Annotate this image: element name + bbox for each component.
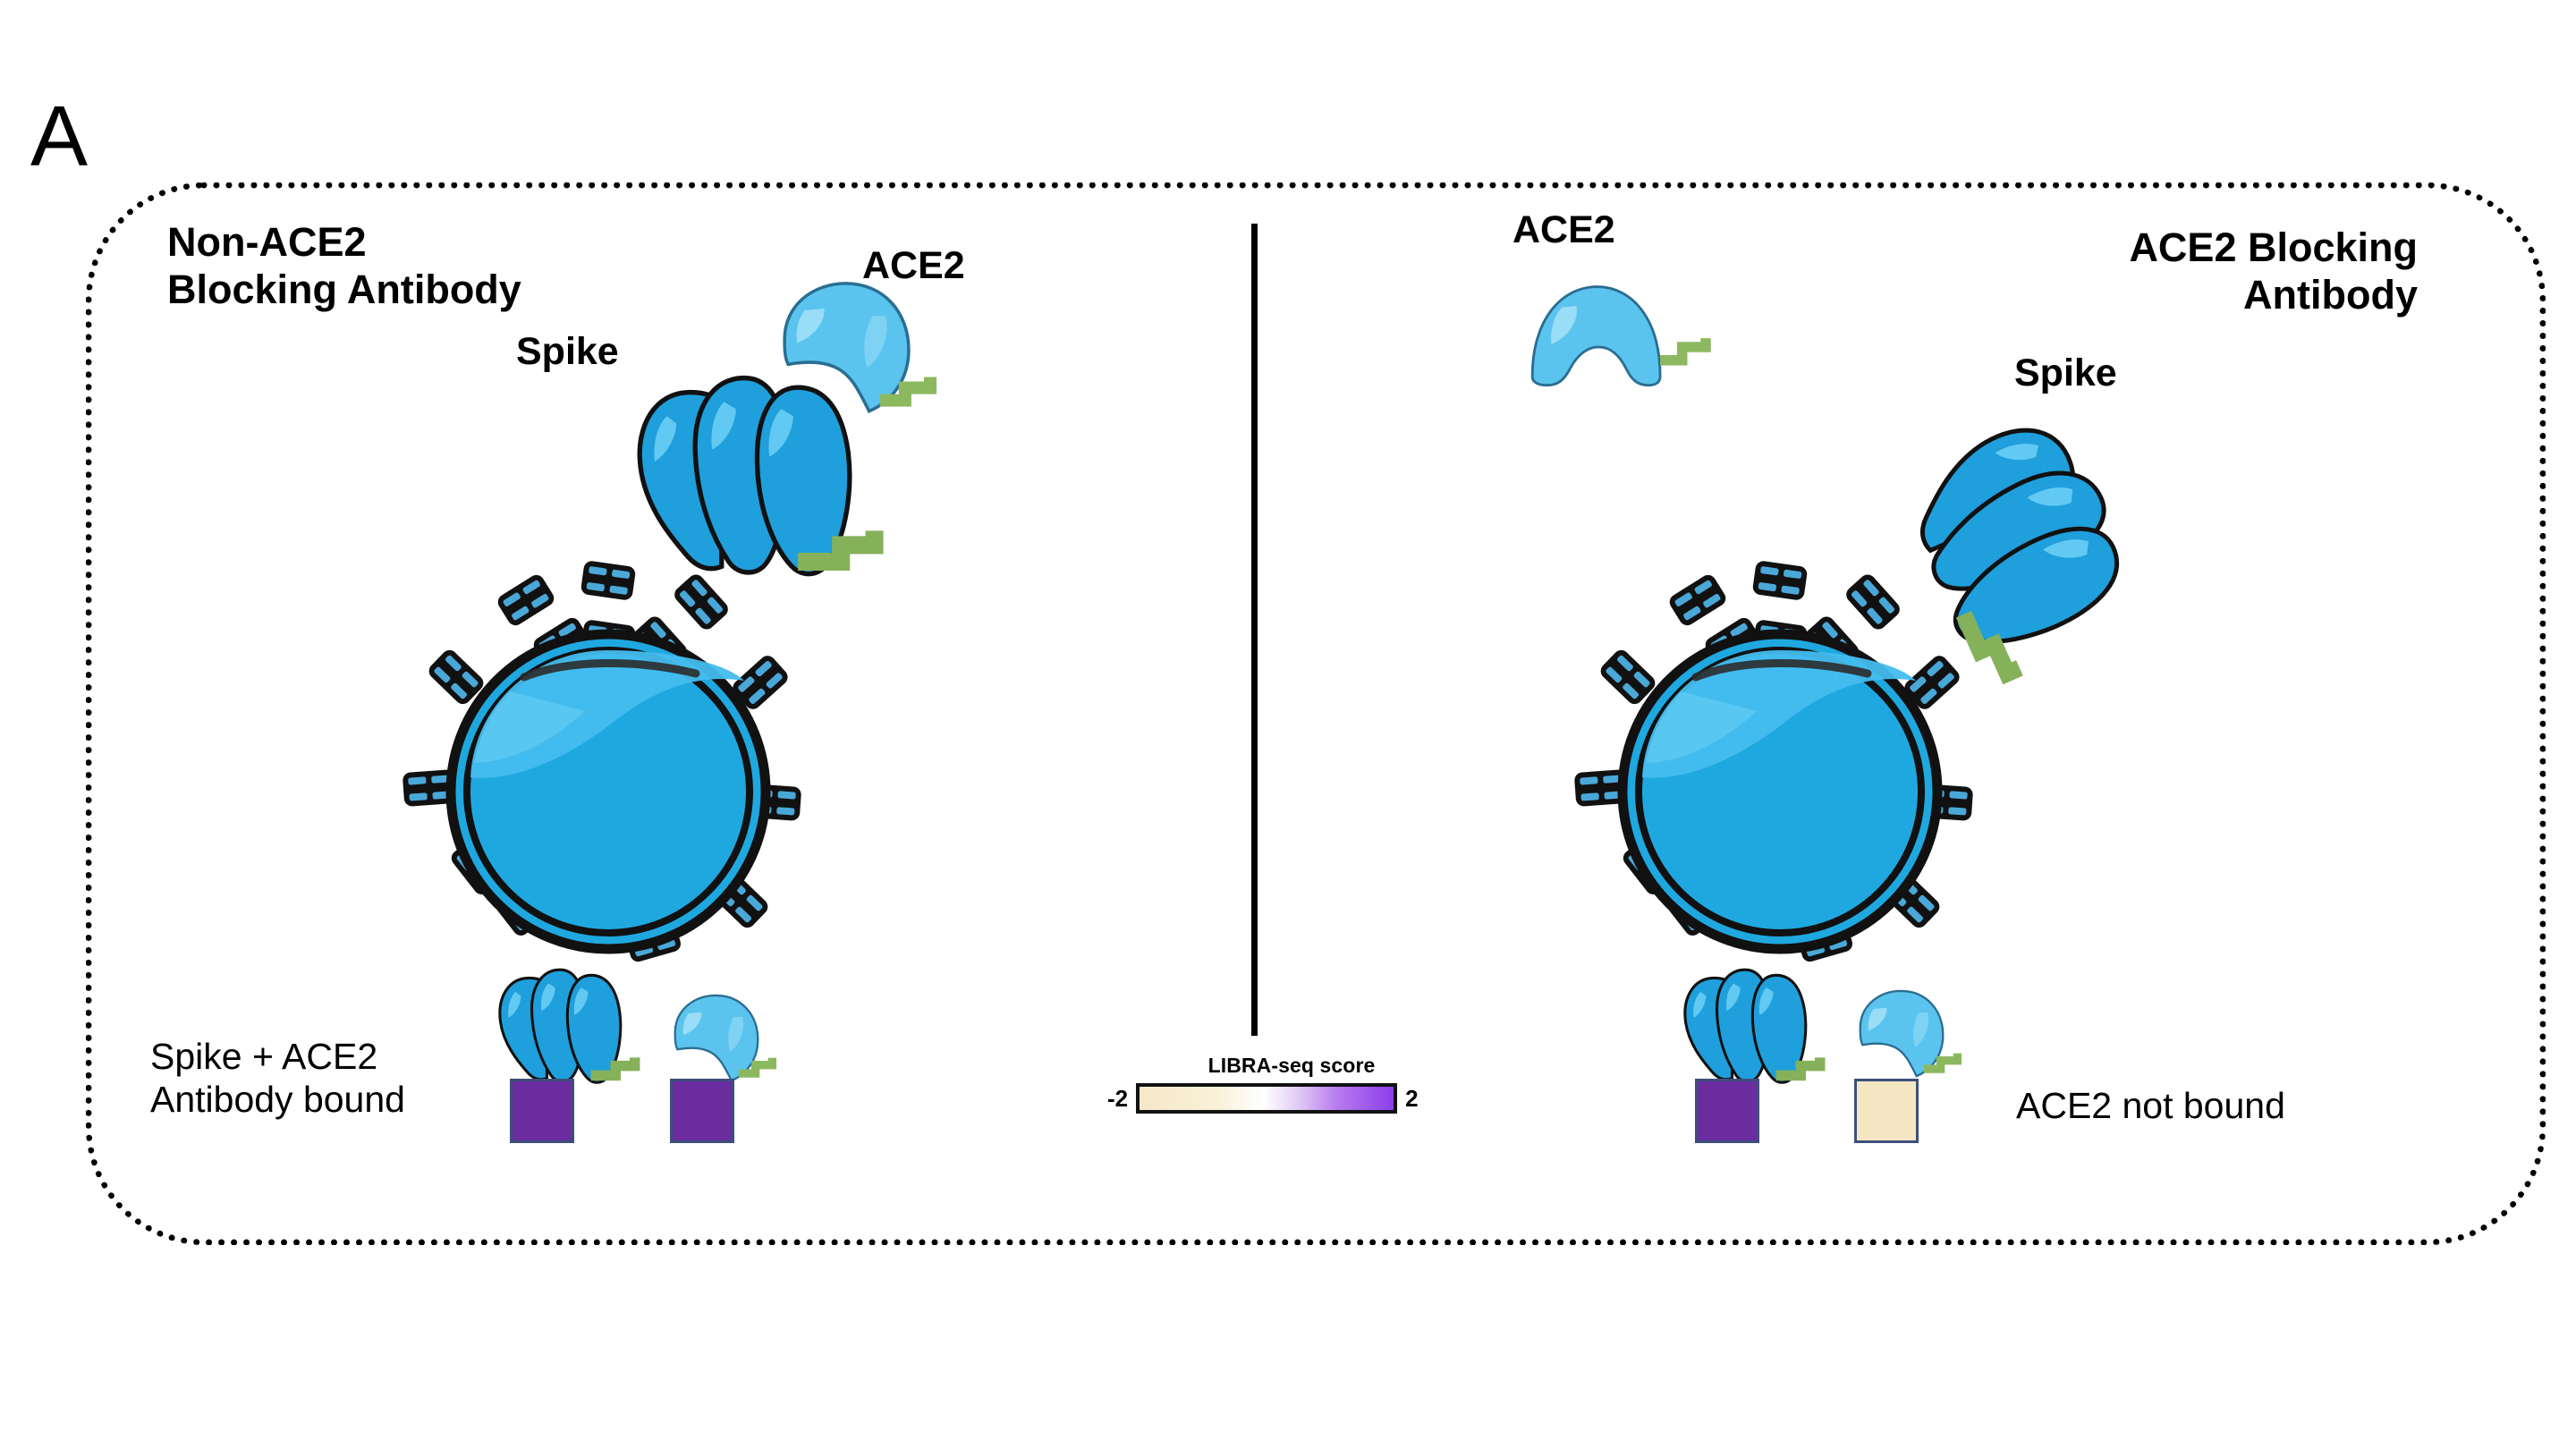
legend-max-tick: 2 — [1405, 1084, 1419, 1112]
legend-colorbar-row: -2 2 — [1107, 1083, 1447, 1114]
right-panel-footer: ACE2 not bound — [2016, 1085, 2285, 1126]
right-spike-protein-icon — [1838, 394, 2196, 689]
left-panel-footer: Spike + ACE2 Antibody bound — [150, 1036, 405, 1120]
legend-title: LIBRA-seq score — [1208, 1054, 1376, 1077]
left-ace2-protein-icon — [765, 264, 979, 470]
figure-outline-box — [86, 182, 2546, 1245]
panel-letter: A — [30, 89, 89, 184]
left-ace2-score-square — [670, 1079, 734, 1143]
libra-seq-legend: LIBRA-seq score -2 2 — [1107, 1054, 1447, 1114]
right-panel-heading: ACE2 Blocking Antibody — [2129, 225, 2418, 318]
left-spike-label: Spike — [516, 330, 619, 373]
right-ace2-score-square — [1854, 1079, 1919, 1143]
left-ace2-label: ACE2 — [862, 244, 965, 287]
right-ace2-label: ACE2 — [1513, 208, 1615, 251]
right-spike-score-square — [1695, 1079, 1759, 1143]
panel-divider — [1251, 224, 1258, 1036]
right-free-ace2-icon — [1521, 259, 1744, 429]
legend-colorbar — [1136, 1083, 1398, 1114]
right-spike-label: Spike — [2014, 352, 2117, 394]
left-spike-score-square — [510, 1079, 574, 1143]
left-panel-heading: Non-ACE2 Blocking Antibody — [167, 219, 521, 312]
legend-min-tick: -2 — [1107, 1084, 1129, 1112]
